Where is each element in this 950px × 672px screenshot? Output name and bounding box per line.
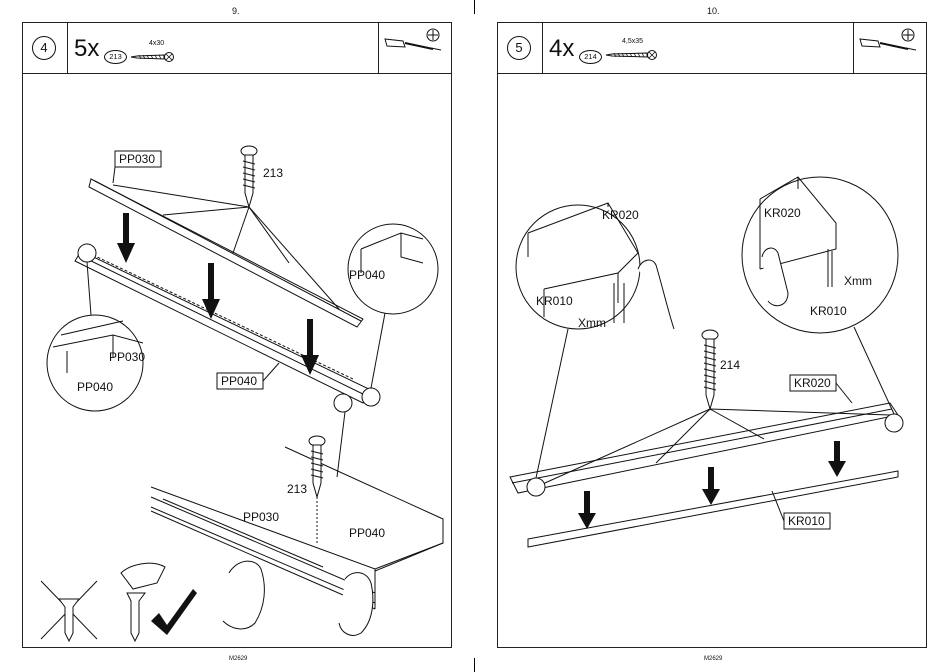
label-pp030-detail: PP030 xyxy=(109,350,145,364)
screwdriver-icon xyxy=(381,25,449,71)
label-kr020-left: KR020 xyxy=(602,208,639,222)
instruction-page-left: 4 5x 213 4x30 xyxy=(22,22,452,648)
crop-mark-bottom xyxy=(474,658,475,672)
screw-quantity: 5x xyxy=(74,35,99,63)
label-screw-214: 214 xyxy=(720,358,740,372)
label-screw-213-top: 213 xyxy=(263,166,283,180)
label-kr020-right: KR020 xyxy=(764,206,801,220)
screw-quantity: 4x xyxy=(549,35,574,63)
page-number-right: 10. xyxy=(707,6,720,16)
label-screw-213-bottom: 213 xyxy=(287,482,307,496)
screwdriver-icon xyxy=(856,25,924,71)
screw-part-number: 213 xyxy=(104,50,127,64)
step-number: 4 xyxy=(32,36,56,60)
tool-box xyxy=(378,23,451,73)
crop-mark-top xyxy=(474,0,475,14)
label-xmm-left: Xmm xyxy=(578,316,606,330)
screw-size: 4x30 xyxy=(149,40,164,47)
label-pp040-circle: PP040 xyxy=(349,268,385,282)
screw-part-number: 214 xyxy=(579,50,602,64)
page-number-left: 9. xyxy=(232,6,240,16)
checkmark-icon xyxy=(151,589,197,635)
screw-icon xyxy=(602,47,658,63)
instruction-page-right: 5 4x 214 4,5x35 xyxy=(497,22,927,648)
step-number-box: 5 xyxy=(498,23,543,73)
label-kr010-right: KR010 xyxy=(810,304,847,318)
label-pp040-bottom: PP040 xyxy=(349,526,385,540)
step-number-box: 4 xyxy=(23,23,68,73)
label-xmm-right: Xmm xyxy=(844,274,872,288)
step-header: 4 5x 213 4x30 xyxy=(23,23,451,74)
label-pp040-detail: PP040 xyxy=(77,380,113,394)
label-pp040-box: PP040 xyxy=(221,374,257,388)
step-number: 5 xyxy=(507,36,531,60)
label-kr010-left: KR010 xyxy=(536,294,573,308)
step-header: 5 4x 214 4,5x35 xyxy=(498,23,926,74)
label-kr020-box: KR020 xyxy=(794,376,831,390)
assembly-illustration-step-4: PP030 213 PP040 PP030 PP040 PP040 213 PP… xyxy=(23,73,451,647)
label-pp030-top: PP030 xyxy=(119,152,155,166)
screw-icon xyxy=(127,49,175,65)
label-pp030-bottom: PP030 xyxy=(243,510,279,524)
assembly-illustration-step-5: KR020 KR010 Xmm KR020 Xmm KR010 214 KR02… xyxy=(498,73,926,647)
tool-box xyxy=(853,23,926,73)
screw-size: 4,5x35 xyxy=(622,38,643,45)
footer-code-right: M2629 xyxy=(704,656,722,662)
footer-code-left: M2629 xyxy=(229,656,247,662)
label-kr010-box: KR010 xyxy=(788,514,825,528)
